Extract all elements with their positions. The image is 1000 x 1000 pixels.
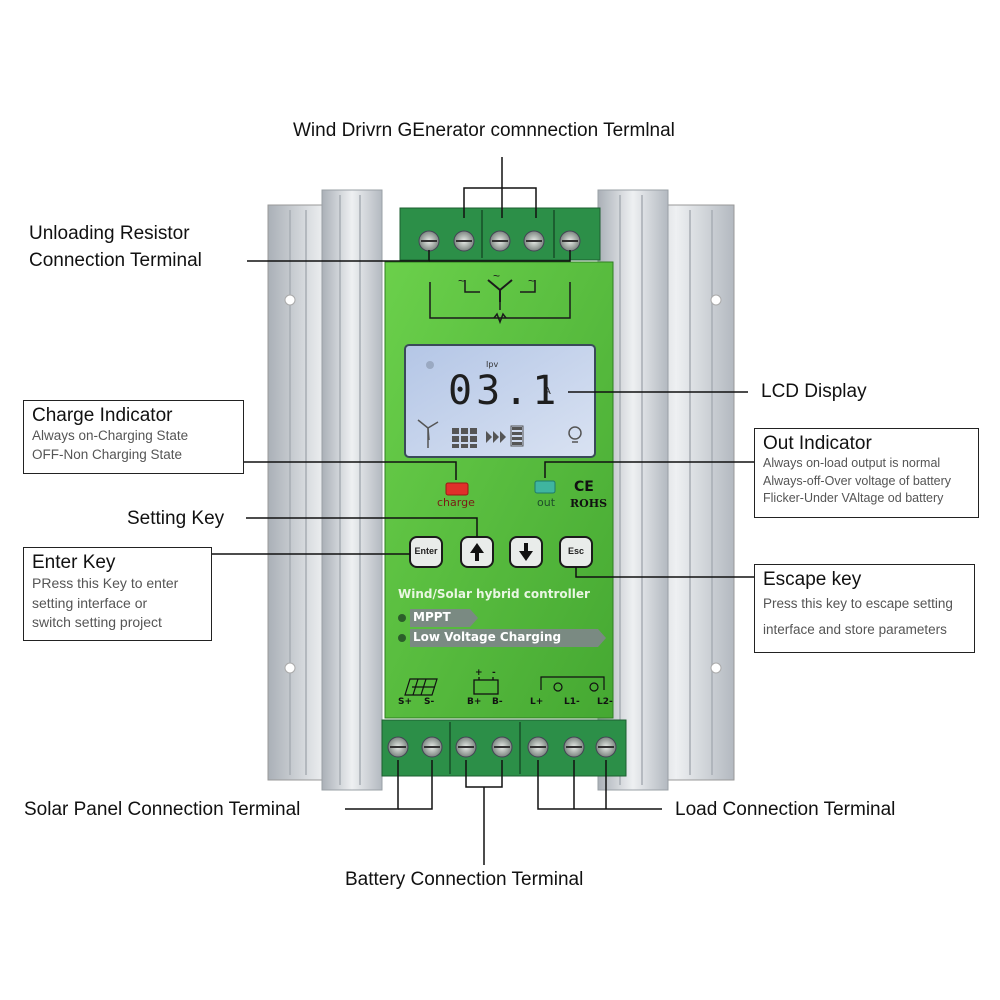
setting-key-label: Setting Key — [127, 508, 225, 529]
load-terminal-label: Load Connection Terminal — [675, 799, 896, 820]
battery-minus-sign: - — [492, 668, 496, 678]
enter-key-line3: switch setting project — [32, 614, 162, 631]
enter-key-box: Enter Key PRess this Key to enter settin… — [23, 547, 212, 641]
rohs-mark: ROHS — [570, 497, 608, 510]
controller-title: Wind/Solar hybrid controller — [398, 587, 590, 601]
top-screws[interactable] — [418, 230, 581, 252]
charge-indicator-line2: OFF-Non Charging State — [32, 446, 183, 462]
term-l2-minus: L2- — [597, 697, 613, 707]
out-label: out — [537, 496, 556, 509]
enter-key-title: Enter Key — [32, 552, 116, 573]
escape-key-title: Escape key — [763, 569, 862, 590]
charge-led — [445, 482, 469, 496]
term-b-minus: B- — [492, 697, 503, 707]
out-indicator-title: Out Indicator — [763, 433, 872, 454]
lcd-turbine-icon — [417, 419, 439, 448]
charge-indicator-box: Charge Indicator Always on-Charging Stat… — [23, 400, 244, 474]
up-arrow-icon — [470, 543, 484, 561]
battery-terminal-label: Battery Connection Terminal — [345, 869, 584, 890]
out-indicator-box: Out Indicator Always on-load output is n… — [754, 428, 979, 518]
leader-lines — [210, 157, 755, 865]
out-indicator-line1: Always on-load output is normal — [763, 456, 941, 470]
out-led — [534, 480, 556, 494]
unloading-label-line1: Unloading Resistor — [29, 223, 190, 244]
term-l-plus: L+ — [530, 697, 544, 707]
lcd-reading: 03.1 — [448, 368, 561, 414]
term-s-minus: S- — [424, 697, 435, 707]
lcd-battery-icon — [510, 425, 524, 447]
ce-mark: CE — [574, 479, 594, 495]
solar-terminal-label: Solar Panel Connection Terminal — [24, 799, 301, 820]
charge-label: charge — [437, 496, 475, 509]
escape-key-line1: Press this key to escape setting — [763, 596, 953, 611]
lcd-unit: A — [544, 386, 551, 397]
down-key[interactable] — [509, 536, 543, 568]
svg-text:~: ~ — [458, 274, 465, 288]
out-indicator-line3: Flicker-Under VAltage od battery — [763, 491, 944, 505]
unloading-label-line2: Connection Terminal — [29, 250, 202, 271]
bottom-battery-icon — [473, 677, 499, 695]
out-indicator-line2: Always-off-Over voltage of battery — [763, 473, 952, 488]
mppt-badge — [398, 609, 478, 627]
term-b-plus: B+ — [467, 697, 482, 707]
charge-indicator-title: Charge Indicator — [32, 405, 173, 426]
esc-key-label[interactable]: Esc — [567, 546, 584, 556]
bottom-screws[interactable] — [387, 736, 617, 758]
lcd-display — [404, 344, 596, 458]
svg-text:~: ~ — [493, 269, 500, 283]
mppt-label: MPPT — [413, 610, 451, 624]
up-key[interactable] — [460, 536, 494, 568]
svg-text:~: ~ — [528, 274, 535, 288]
down-arrow-icon — [519, 543, 533, 561]
wind-terminal-label: Wind Drivrn GEnerator comnnection Termln… — [293, 120, 675, 141]
lcd-bulb-icon — [568, 426, 582, 443]
lcd-small-label: Ipv — [486, 360, 499, 369]
lcd-arrows-icon — [486, 431, 506, 443]
low-voltage-label: Low Voltage Charging — [413, 630, 562, 644]
lcd-solar-icon — [452, 428, 477, 448]
enter-key-line2: setting interface or — [32, 594, 148, 611]
enter-key[interactable] — [409, 536, 443, 568]
term-s-plus: S+ — [398, 697, 413, 707]
bottom-load-icon — [540, 676, 605, 692]
battery-plus-sign: + — [475, 668, 483, 678]
wind-schematic: ~ ~ ~ — [429, 269, 571, 325]
escape-key-box: Escape key Press this key to escape sett… — [754, 564, 975, 653]
charge-indicator-line1: Always on-Charging State — [32, 428, 189, 443]
escape-key-line2: interface and store parameters — [763, 622, 947, 637]
term-l1-minus: L1- — [564, 697, 580, 707]
lcd-display-label: LCD Display — [761, 381, 867, 402]
enter-key-line1: PRess this Key to enter — [32, 575, 179, 591]
bottom-solar-icon — [404, 678, 438, 696]
low-voltage-badge — [398, 629, 606, 647]
enter-key-label[interactable]: Enter — [414, 546, 438, 556]
